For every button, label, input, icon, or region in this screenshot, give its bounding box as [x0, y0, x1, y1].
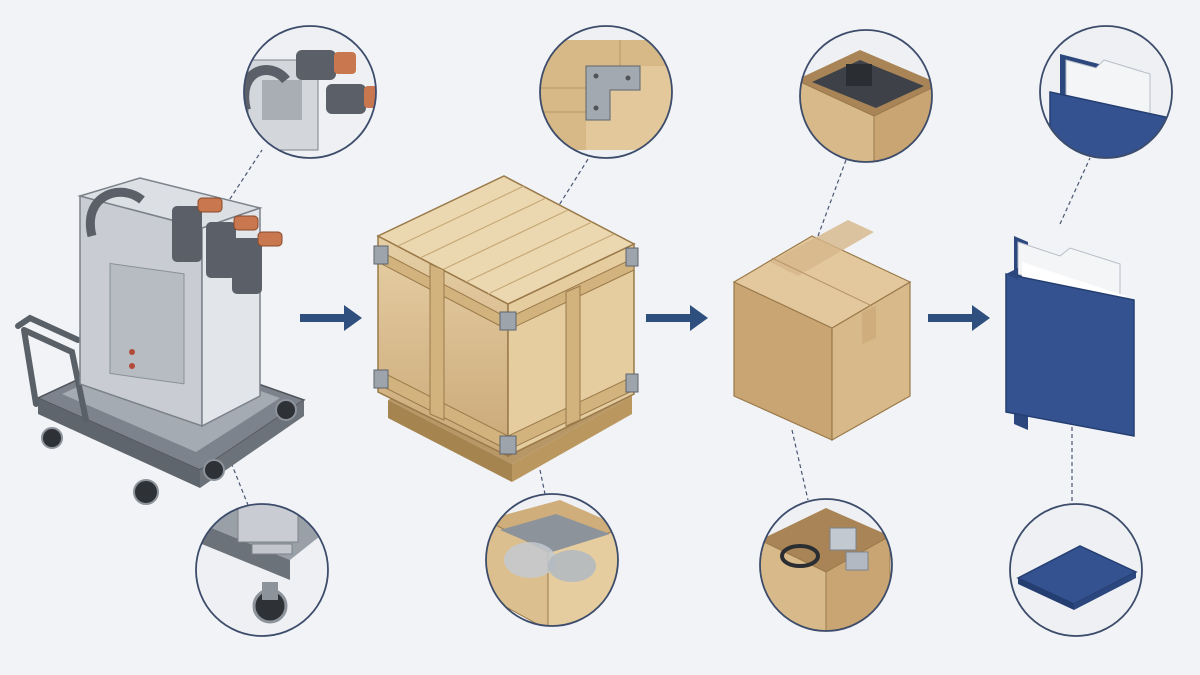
- leader-line: [1059, 157, 1091, 225]
- document-folder-icon: [1005, 236, 1135, 437]
- pole-terminal-closeup-icon: [243, 25, 377, 159]
- right-arrow-icon: [928, 305, 990, 331]
- cables-and-accessories-icon: [759, 498, 893, 632]
- wooden-crate-on-pallet-icon: [373, 175, 639, 482]
- closed-binder-icon: [1009, 503, 1143, 637]
- vacuum-circuit-breaker-on-trolley-icon: [15, 177, 306, 505]
- right-arrow-icon: [300, 305, 362, 331]
- right-arrow-icon: [646, 305, 708, 331]
- leader-line: [555, 155, 591, 211]
- wrapped-parts-inside-crate-icon: [485, 493, 619, 627]
- leader-line: [791, 429, 809, 501]
- foam-insert-inside-carton-icon: [799, 29, 933, 163]
- leader-line: [225, 149, 263, 206]
- flow-arrows: [300, 305, 990, 331]
- documents-in-folder-icon: [1039, 25, 1173, 159]
- leader-line: [539, 469, 546, 495]
- cardboard-carton-icon: [732, 220, 912, 442]
- trolley-wheel-closeup-icon: [195, 503, 329, 637]
- corner-bracket-closeup-icon: [539, 25, 673, 159]
- leader-lines: [225, 149, 1091, 506]
